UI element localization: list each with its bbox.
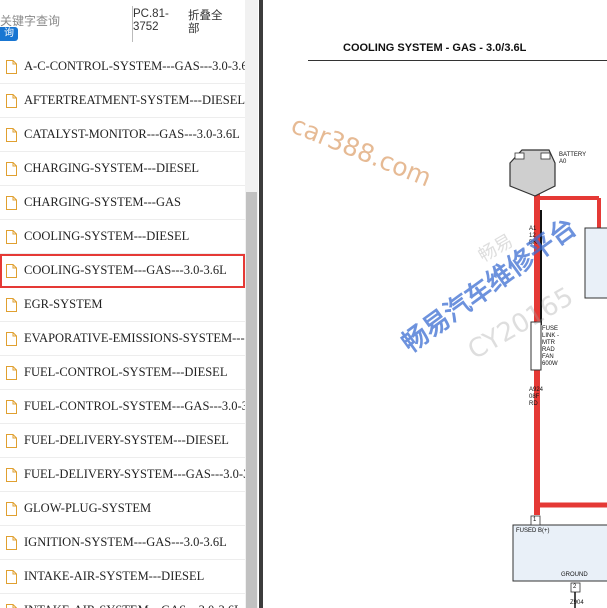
document-icon [6,94,17,108]
tree-item-label: FUEL-CONTROL-SYSTEM---DIESEL [24,365,228,379]
module-top-label: FUSED B(+) [516,528,550,534]
tree-item-label: COOLING-SYSTEM---DIESEL [24,229,190,243]
tree-item-label: INTAKE-AIR-SYSTEM---DIESEL [24,569,205,583]
collapse-all-button[interactable]: 折叠全部 [188,8,223,35]
tree-toolbar: 关键字查询 询 PC.81-3752 折叠全部 [0,0,262,48]
relay-module-box [584,227,607,299]
fuse-link-symbol [530,321,542,371]
document-icon [6,196,17,210]
document-icon [6,502,17,516]
tree-item[interactable]: CHARGING-SYSTEM---DIESEL [0,152,245,186]
toolbar-divider [132,6,133,42]
wiring-diagram [509,149,607,608]
search-button[interactable]: 询 [0,27,18,41]
document-icon [6,400,17,414]
tree-item[interactable]: CATALYST-MONITOR---GAS---3.0-3.6L [0,118,245,152]
tree-item-label: A-C-CONTROL-SYSTEM---GAS---3.0-3.6L [24,59,245,73]
pin-2-label: 2 [573,584,577,590]
tree-item[interactable]: FUEL-DELIVERY-SYSTEM---DIESEL [0,424,245,458]
document-icon [6,298,17,312]
document-icon [6,264,17,278]
scrollbar-thumb[interactable] [246,192,257,608]
tree-item[interactable]: FUEL-CONTROL-SYSTEM---DIESEL [0,356,245,390]
tree-item[interactable]: COOLING-SYSTEM---DIESEL [0,220,245,254]
tree-item[interactable]: FUEL-DELIVERY-SYSTEM---GAS---3.0-3.6L [0,458,245,492]
title-rule [308,60,607,61]
tree-item-label: EGR-SYSTEM [24,297,103,311]
tree-item-label: CHARGING-SYSTEM---DIESEL [24,161,199,175]
document-icon [6,332,17,346]
document-list: A-C-CONTROL-SYSTEM---GAS---3.0-3.6L AFTER… [0,50,245,608]
tree-item[interactable]: AFTERTREATMENT-SYSTEM---DIESEL [0,84,245,118]
tree-item-label: CATALYST-MONITOR---GAS---3.0-3.6L [24,127,240,141]
document-icon [6,230,17,244]
document-icon [6,536,17,550]
tree-item-label: INTAKE-AIR-SYSTEM---GAS---3.0-3.6L [24,603,242,608]
tree-item[interactable]: COOLING-SYSTEM---GAS---3.0-3.6L [0,254,245,288]
document-icon [6,434,17,448]
tree-item[interactable]: A-C-CONTROL-SYSTEM---GAS---3.0-3.6L [0,50,245,84]
tree-item[interactable]: CHARGING-SYSTEM---GAS [0,186,245,220]
document-icon [6,604,17,608]
tree-item[interactable]: EVAPORATIVE-EMISSIONS-SYSTEM---GAS [0,322,245,356]
tree-item[interactable]: GLOW-PLUG-SYSTEM [0,492,245,526]
document-icon [6,468,17,482]
tree-item-label: FUEL-DELIVERY-SYSTEM---DIESEL [24,433,229,447]
tree-item-label: CHARGING-SYSTEM---GAS [24,195,181,209]
module-ground-label: GROUND [561,572,588,578]
tree-item[interactable]: FUEL-CONTROL-SYSTEM---GAS---3.0-3.6L [0,390,245,424]
tree-item-label: IGNITION-SYSTEM---GAS---3.0-3.6L [24,535,227,549]
ground-wire-label: Z904 [570,600,584,606]
tree-item-label: EVAPORATIVE-EMISSIONS-SYSTEM---GAS [24,331,245,345]
tree-item[interactable]: IGNITION-SYSTEM---GAS---3.0-3.6L [0,526,245,560]
tree-item[interactable]: INTAKE-AIR-SYSTEM---DIESEL [0,560,245,594]
document-icon [6,366,17,380]
tree-item-label: GLOW-PLUG-SYSTEM [24,501,152,515]
tree-item-label: COOLING-SYSTEM---GAS---3.0-3.6L [24,263,227,277]
document-icon [6,128,17,142]
battery-symbol [509,149,556,197]
tree-item-label: AFTERTREATMENT-SYSTEM---DIESEL [24,93,245,107]
tree-item[interactable]: EGR-SYSTEM [0,288,245,322]
document-icon [6,570,17,584]
tree-item[interactable]: INTAKE-AIR-SYSTEM---GAS---3.0-3.6L [0,594,245,608]
document-icon [6,162,17,176]
tree-item-label: FUEL-DELIVERY-SYSTEM---GAS---3.0-3.6L [24,467,245,481]
document-tree-panel: 关键字查询 询 PC.81-3752 折叠全部 A-C-CONTROL-SYST… [0,0,262,608]
panel-splitter[interactable] [259,0,263,608]
pin-1-box [530,515,541,526]
tree-item-label: FUEL-CONTROL-SYSTEM---GAS---3.0-3.6L [24,399,245,413]
document-icon [6,60,17,74]
page-code-label: PC.81-3752 [133,8,169,33]
diagram-title: COOLING SYSTEM - GAS - 3.0/3.6L [343,42,527,54]
module-box [512,524,607,582]
pin-1-label: 1 [533,517,537,523]
search-input[interactable]: 关键字查询 [0,14,61,28]
